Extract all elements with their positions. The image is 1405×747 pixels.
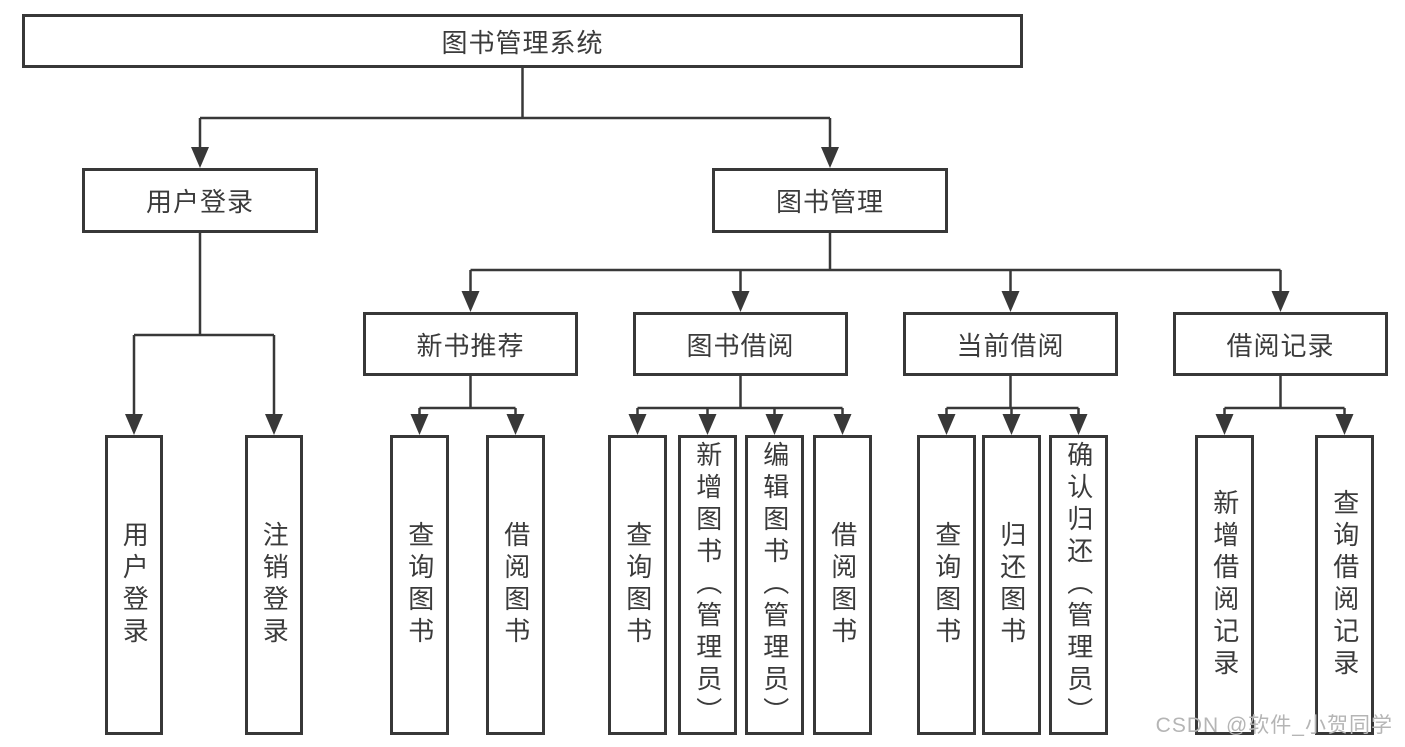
leaf-records-add-record: 新增借阅记录 <box>1195 435 1254 735</box>
leaf-borrow-edit-books-admin: 编辑图书（管理员） <box>745 435 804 735</box>
leaf-records-query-record-label: 查询借阅记录 <box>1329 489 1360 681</box>
node-book-borrow: 图书借阅 <box>633 312 848 376</box>
leaf-borrow-add-books-admin: 新增图书（管理员） <box>678 435 737 735</box>
leaf-user-login: 用户登录 <box>105 435 163 735</box>
leaf-borrow-query-books-label: 查询图书 <box>622 521 653 649</box>
leaf-recommend-borrow-books: 借阅图书 <box>486 435 545 735</box>
leaf-borrow-edit-books-admin-label: 编辑图书（管理员） <box>759 441 790 729</box>
leaf-borrow-borrow-books: 借阅图书 <box>813 435 872 735</box>
leaf-current-return-books-label: 归还图书 <box>996 521 1027 649</box>
csdn-watermark: CSDN @软件_小贺同学 <box>1155 714 1393 737</box>
leaf-current-query-books-label: 查询图书 <box>931 521 962 649</box>
node-new-book-recommend: 新书推荐 <box>363 312 578 376</box>
node-user-login: 用户登录 <box>82 168 318 233</box>
leaf-user-login-label: 用户登录 <box>119 521 150 649</box>
leaf-recommend-borrow-books-label: 借阅图书 <box>500 521 531 649</box>
leaf-borrow-add-books-admin-label: 新增图书（管理员） <box>692 441 723 729</box>
leaf-logout-label: 注销登录 <box>259 521 290 649</box>
leaf-records-query-record: 查询借阅记录 <box>1315 435 1374 735</box>
leaf-current-confirm-return-admin-label: 确认归还（管理员） <box>1063 441 1094 729</box>
leaf-logout: 注销登录 <box>245 435 303 735</box>
node-root: 图书管理系统 <box>22 14 1023 68</box>
node-current-borrow: 当前借阅 <box>903 312 1118 376</box>
leaf-borrow-borrow-books-label: 借阅图书 <box>827 521 858 649</box>
leaf-recommend-query-books-label: 查询图书 <box>404 521 435 649</box>
leaf-borrow-query-books: 查询图书 <box>608 435 667 735</box>
leaf-current-query-books: 查询图书 <box>917 435 976 735</box>
node-borrow-records: 借阅记录 <box>1173 312 1388 376</box>
leaf-current-confirm-return-admin: 确认归还（管理员） <box>1049 435 1108 735</box>
leaf-recommend-query-books: 查询图书 <box>390 435 449 735</box>
leaf-records-add-record-label: 新增借阅记录 <box>1209 489 1240 681</box>
leaf-current-return-books: 归还图书 <box>982 435 1041 735</box>
node-book-management: 图书管理 <box>712 168 948 233</box>
